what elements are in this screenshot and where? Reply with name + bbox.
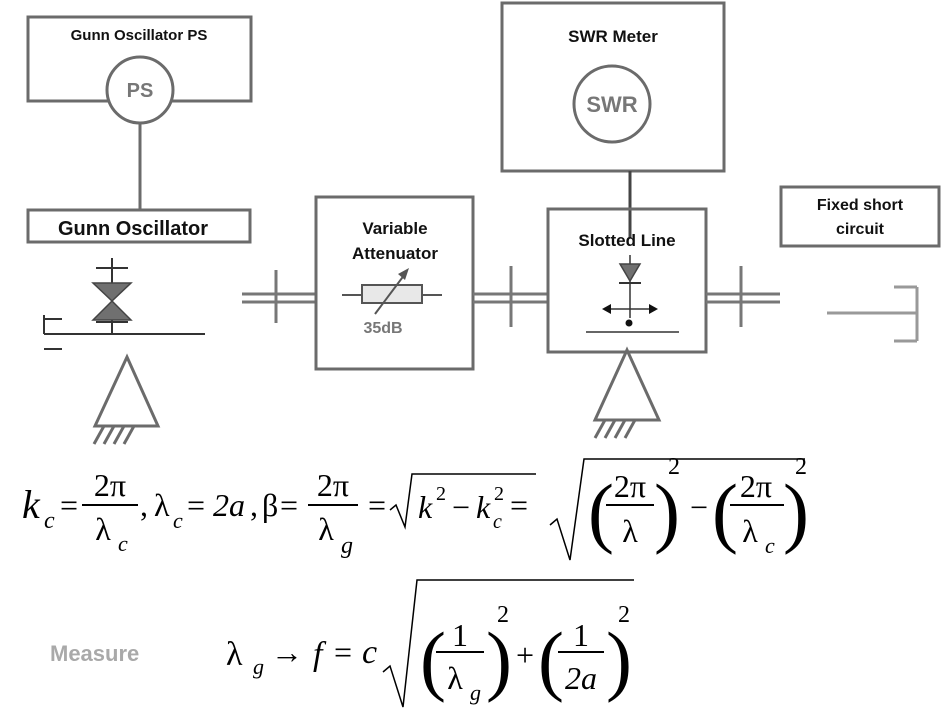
svg-text:(: (	[538, 616, 564, 703]
svg-text:−: −	[452, 489, 470, 525]
svg-text:2: 2	[795, 454, 807, 480]
svg-text:λ: λ	[95, 511, 111, 547]
stand-icon	[92, 353, 161, 445]
svg-text:(: (	[588, 468, 614, 555]
svg-text:2: 2	[668, 454, 680, 480]
svg-text:2a: 2a	[213, 487, 245, 523]
ps-symbol: PS	[127, 80, 154, 102]
swr-meter-block: SWR Meter SWR	[500, 1, 726, 238]
svg-text:2a: 2a	[565, 660, 597, 696]
svg-text:1: 1	[452, 617, 468, 653]
svg-text:2π: 2π	[740, 468, 772, 504]
svg-text:=: =	[187, 487, 205, 523]
svg-text:): )	[486, 616, 512, 703]
svg-text:g: g	[253, 654, 264, 679]
svg-text:c: c	[493, 511, 502, 533]
svg-text:λ: λ	[447, 660, 463, 696]
svg-text:λ: λ	[742, 513, 758, 549]
gunn-ps-block: Gunn Oscillator PS PS	[26, 15, 253, 210]
svg-text:→: →	[271, 634, 303, 670]
svg-text:g: g	[341, 533, 353, 559]
svg-text:c: c	[44, 508, 55, 534]
svg-text:k: k	[418, 489, 433, 525]
svg-text:2: 2	[497, 602, 509, 628]
attenuator-value: 35dB	[363, 320, 402, 337]
svg-text:=: =	[60, 487, 78, 523]
attenuator-label-1: Variable	[362, 219, 427, 238]
short-circuit-block: Fixed short circuit	[779, 185, 941, 343]
gunn-oscillator-block: Gunn Oscillator	[26, 208, 252, 445]
gunn-diode-icon	[91, 282, 133, 303]
svg-text:2: 2	[436, 483, 446, 505]
svg-text:λ: λ	[226, 636, 243, 673]
short-circuit-label-1: Fixed short	[817, 197, 904, 214]
svg-text:=: =	[280, 487, 298, 523]
svg-text:1: 1	[573, 617, 589, 653]
svg-text:λ: λ	[622, 513, 638, 549]
attenuator-label-2: Attenuator	[352, 244, 438, 263]
svg-text:2π: 2π	[317, 467, 349, 503]
svg-text:k: k	[22, 482, 41, 527]
waveguide-segment-3	[706, 266, 780, 327]
svg-text:c: c	[362, 634, 377, 671]
svg-text:(: (	[420, 616, 446, 703]
svg-text:,: ,	[250, 487, 258, 523]
attenuator-block: Variable Attenuator 35dB	[314, 195, 475, 371]
svg-text:f: f	[313, 636, 327, 673]
svg-text:,: ,	[140, 487, 148, 523]
svg-text:λ: λ	[318, 511, 334, 547]
svg-text:2: 2	[618, 602, 630, 628]
svg-text:β: β	[262, 487, 278, 523]
svg-text:=: =	[334, 634, 352, 670]
svg-text:c: c	[765, 533, 775, 558]
svg-text:): )	[654, 468, 680, 555]
svg-text:−: −	[690, 489, 708, 525]
svg-text:c: c	[118, 531, 128, 556]
measure-label: Measure	[50, 641, 139, 666]
svg-text:+: +	[516, 637, 534, 673]
stand-icon	[592, 346, 662, 439]
svg-text:=: =	[510, 487, 528, 523]
gunn-oscillator-label: Gunn Oscillator	[58, 218, 208, 240]
equation-2: Measure λ g → f = c ( 1 λ g ) 2 + ( 1 2a…	[50, 579, 634, 708]
probe-icon	[586, 255, 679, 333]
swr-circle	[572, 64, 652, 144]
svg-text:): )	[783, 468, 809, 555]
gunn-ps-label: Gunn Oscillator PS	[71, 27, 208, 44]
svg-text:2π: 2π	[614, 468, 646, 504]
svg-text:λ: λ	[154, 487, 170, 523]
svg-text:k: k	[476, 489, 491, 525]
waveguide-segment-1	[242, 270, 316, 323]
slotted-line-block: Slotted Line	[546, 207, 708, 439]
svg-text:2π: 2π	[94, 467, 126, 503]
svg-text:2: 2	[494, 483, 504, 505]
equation-1: k c = 2π λ c , λ c = 2a , β = 2π λ g = k…	[22, 454, 809, 561]
slotted-line-label: Slotted Line	[578, 231, 675, 250]
variable-resistor-icon	[342, 268, 442, 315]
svg-text:): )	[606, 616, 632, 703]
short-termination-icon	[827, 285, 919, 343]
svg-text:(: (	[712, 468, 738, 555]
svg-text:c: c	[173, 508, 183, 533]
swr-symbol: SWR	[586, 92, 637, 117]
short-circuit-label-2: circuit	[836, 221, 885, 238]
svg-text:=: =	[368, 487, 386, 523]
svg-text:g: g	[470, 680, 481, 705]
swr-meter-label: SWR Meter	[568, 27, 658, 46]
waveguide-segment-2	[473, 266, 548, 327]
